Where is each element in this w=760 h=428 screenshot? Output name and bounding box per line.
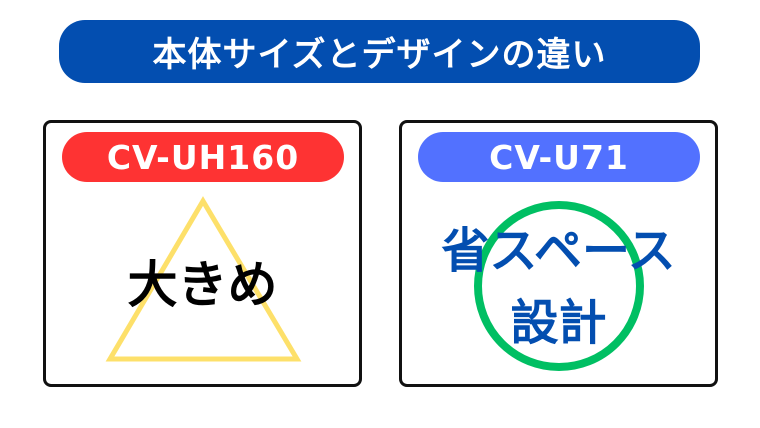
triangle-icon xyxy=(105,196,302,362)
circle-icon xyxy=(474,201,644,371)
card-cv-uh160: CV-UH160 大きめ xyxy=(43,120,362,387)
size-description-line2: 設計 xyxy=(510,295,607,351)
size-description: 大きめ xyxy=(127,256,278,314)
title-banner: 本体サイズとデザインの違い xyxy=(59,20,700,83)
page-title: 本体サイズとデザインの違い xyxy=(152,35,607,75)
size-description-line1: 省スペース xyxy=(441,223,676,279)
model-pill: CV-U71 xyxy=(418,132,700,182)
model-pill: CV-UH160 xyxy=(62,132,344,182)
model-label: CV-U71 xyxy=(489,137,629,177)
model-label: CV-UH160 xyxy=(106,137,300,177)
card-cv-u71: CV-U71 省スペース 設計 xyxy=(399,120,718,387)
